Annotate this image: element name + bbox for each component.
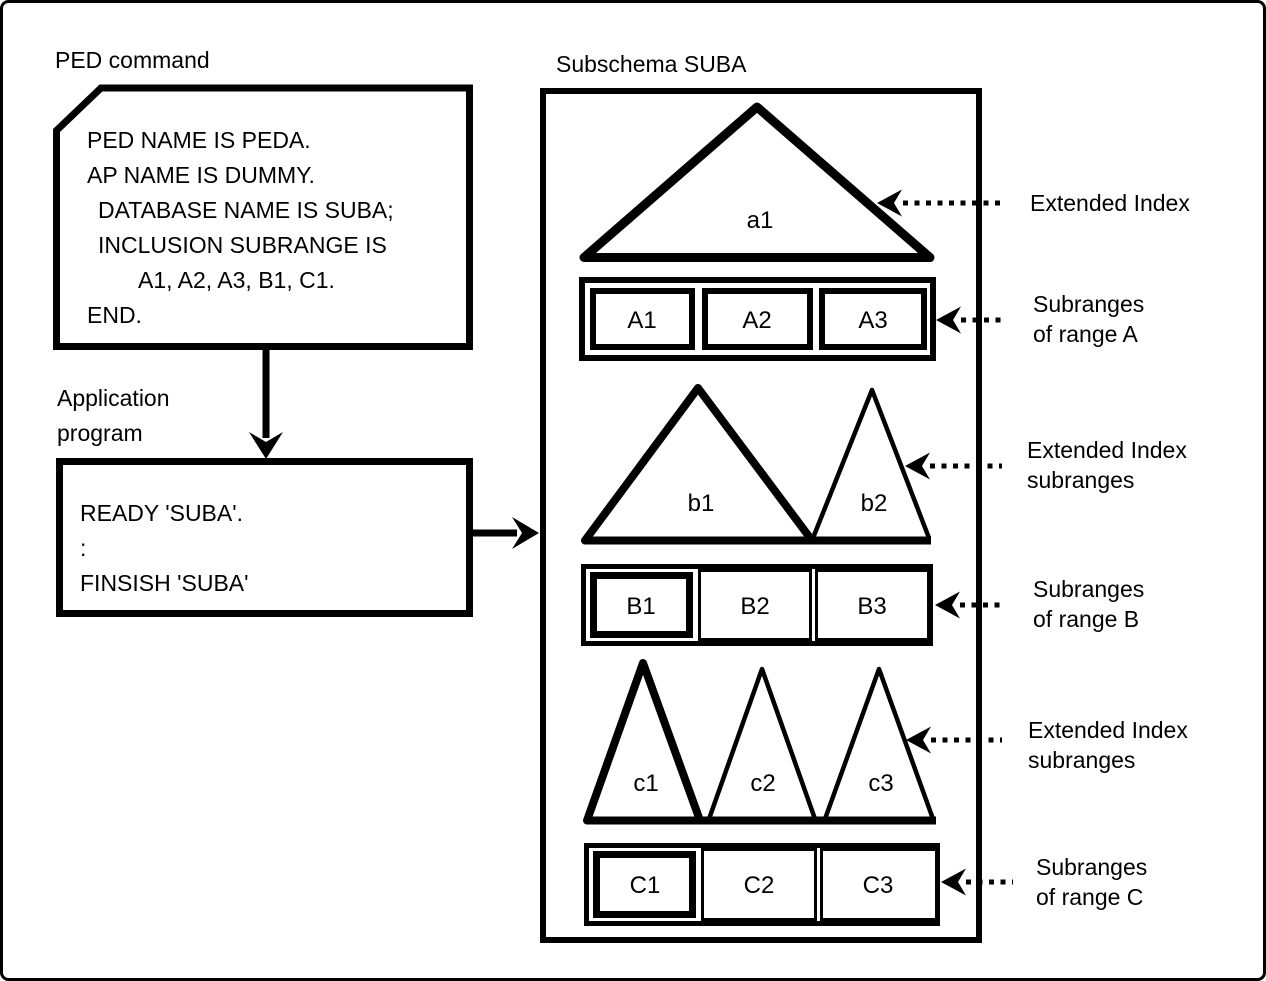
arrowhead-left-icon (906, 726, 931, 754)
ped-line-1: PED NAME IS PEDA. (87, 127, 311, 153)
cell-c3 (820, 848, 938, 921)
triangle-a1 (579, 102, 935, 262)
app-title-line-2: program (57, 420, 143, 446)
arrow-ped-to-program (249, 350, 283, 459)
cell-b2-label: B2 (740, 593, 769, 620)
arrowhead-left-icon (936, 306, 961, 334)
cell-a3-label: A3 (858, 307, 887, 334)
subranges-range-b: B1 B2 B3 (581, 564, 933, 646)
annotation-subranges-a: Subranges of range A (936, 291, 1144, 347)
triangle-b1-label: b1 (688, 490, 715, 517)
cell-c1-label: C1 (630, 872, 661, 899)
subranges-range-a: A1 A2 A3 (579, 277, 936, 361)
ped-line-4: INCLUSION SUBRANGE IS (98, 232, 387, 258)
annotation-extended-index-a: Extended Index (877, 189, 1190, 217)
triangle-c1 (583, 659, 704, 825)
triangle-c2-label: c2 (750, 770, 775, 797)
ped-line-2: AP NAME IS DUMMY. (87, 162, 315, 188)
triangle-a1-label: a1 (747, 207, 774, 234)
arrow-program-to-subschema (473, 517, 539, 549)
cell-c2-label: C2 (744, 872, 775, 899)
ped-line-3: DATABASE NAME IS SUBA; (98, 197, 394, 223)
triangle-b2-label: b2 (861, 490, 888, 517)
cell-c1 (593, 851, 696, 918)
triangle-c3 (822, 666, 936, 820)
cell-c2 (701, 848, 817, 921)
annotation-label-line-2: subranges (1027, 467, 1134, 493)
app-line-2: : (80, 535, 86, 561)
range-a-container (579, 277, 936, 361)
annotation-label-line-2: of range C (1036, 884, 1143, 910)
annotation-label: Extended Index (1030, 190, 1190, 216)
annotation-subranges-c: Subranges of range C (941, 854, 1147, 910)
range-b-container (581, 564, 933, 646)
cell-a1-label: A1 (627, 307, 656, 334)
extended-index-a: a1 (579, 102, 935, 262)
cell-a2-label: A2 (742, 307, 771, 334)
app-line-3: FINSISH 'SUBA' (80, 570, 249, 596)
app-line-1: READY 'SUBA'. (80, 500, 243, 526)
annotation-label-line-2: subranges (1028, 747, 1135, 773)
triangle-c3-label: c3 (868, 770, 893, 797)
cell-b1-label: B1 (626, 593, 655, 620)
application-program-block: Application program READY 'SUBA'. : FINS… (56, 385, 473, 617)
cell-b1 (590, 572, 693, 638)
arrowhead-left-icon (941, 868, 966, 896)
annotation-subranges-b: Subranges of range B (935, 576, 1144, 632)
ped-command-title: PED command (55, 47, 210, 73)
extended-index-c: c1 c2 c3 (583, 659, 936, 825)
subschema-title: Subschema SUBA (556, 51, 747, 77)
annotation-label-line-1: Subranges (1033, 576, 1144, 602)
ped-line-6: END. (87, 302, 142, 328)
cell-c3-label: C3 (863, 872, 894, 899)
arrowhead-left-icon (877, 189, 902, 217)
subranges-range-c: C1 C2 C3 (584, 843, 940, 926)
annotation-extended-index-c: Extended Index subranges (906, 717, 1188, 773)
arrowhead-right-icon (512, 517, 539, 549)
arrowhead-left-icon (935, 591, 960, 619)
ped-line-5: A1, A2, A3, B1, C1. (138, 267, 335, 293)
triangle-b1 (581, 384, 816, 545)
cell-b3 (815, 569, 930, 641)
annotation-label-line-1: Extended Index (1027, 437, 1187, 463)
cell-b2 (698, 569, 812, 641)
annotation-extended-index-b: Extended Index subranges (905, 437, 1187, 493)
extended-index-b: b1 b2 (581, 384, 932, 545)
app-title-line-1: Application (57, 385, 170, 411)
cell-a2 (702, 288, 813, 350)
annotation-label-line-2: of range A (1033, 321, 1139, 347)
annotation-label-line-1: Subranges (1033, 291, 1144, 317)
arrowhead-down-icon (249, 432, 283, 459)
cell-a3 (819, 288, 927, 350)
ped-command-block: PED command PED NAME IS PEDA. AP NAME IS… (53, 47, 473, 350)
annotation-label-line-1: Subranges (1036, 854, 1147, 880)
cell-b3-label: B3 (857, 593, 886, 620)
annotation-label-line-2: of range B (1033, 606, 1139, 632)
triangle-b2 (810, 387, 932, 539)
ped-command-box (53, 84, 473, 350)
arrowhead-left-icon (905, 452, 930, 480)
subschema-box (540, 88, 982, 943)
subschema-block: Subschema SUBA a1 A1 A2 A3 b1 b2 (540, 51, 982, 943)
application-program-box (56, 458, 473, 617)
cell-a1 (590, 288, 695, 350)
annotation-label-line-1: Extended Index (1028, 717, 1188, 743)
triangle-c2 (706, 666, 818, 820)
triangle-c1-label: c1 (633, 770, 658, 797)
